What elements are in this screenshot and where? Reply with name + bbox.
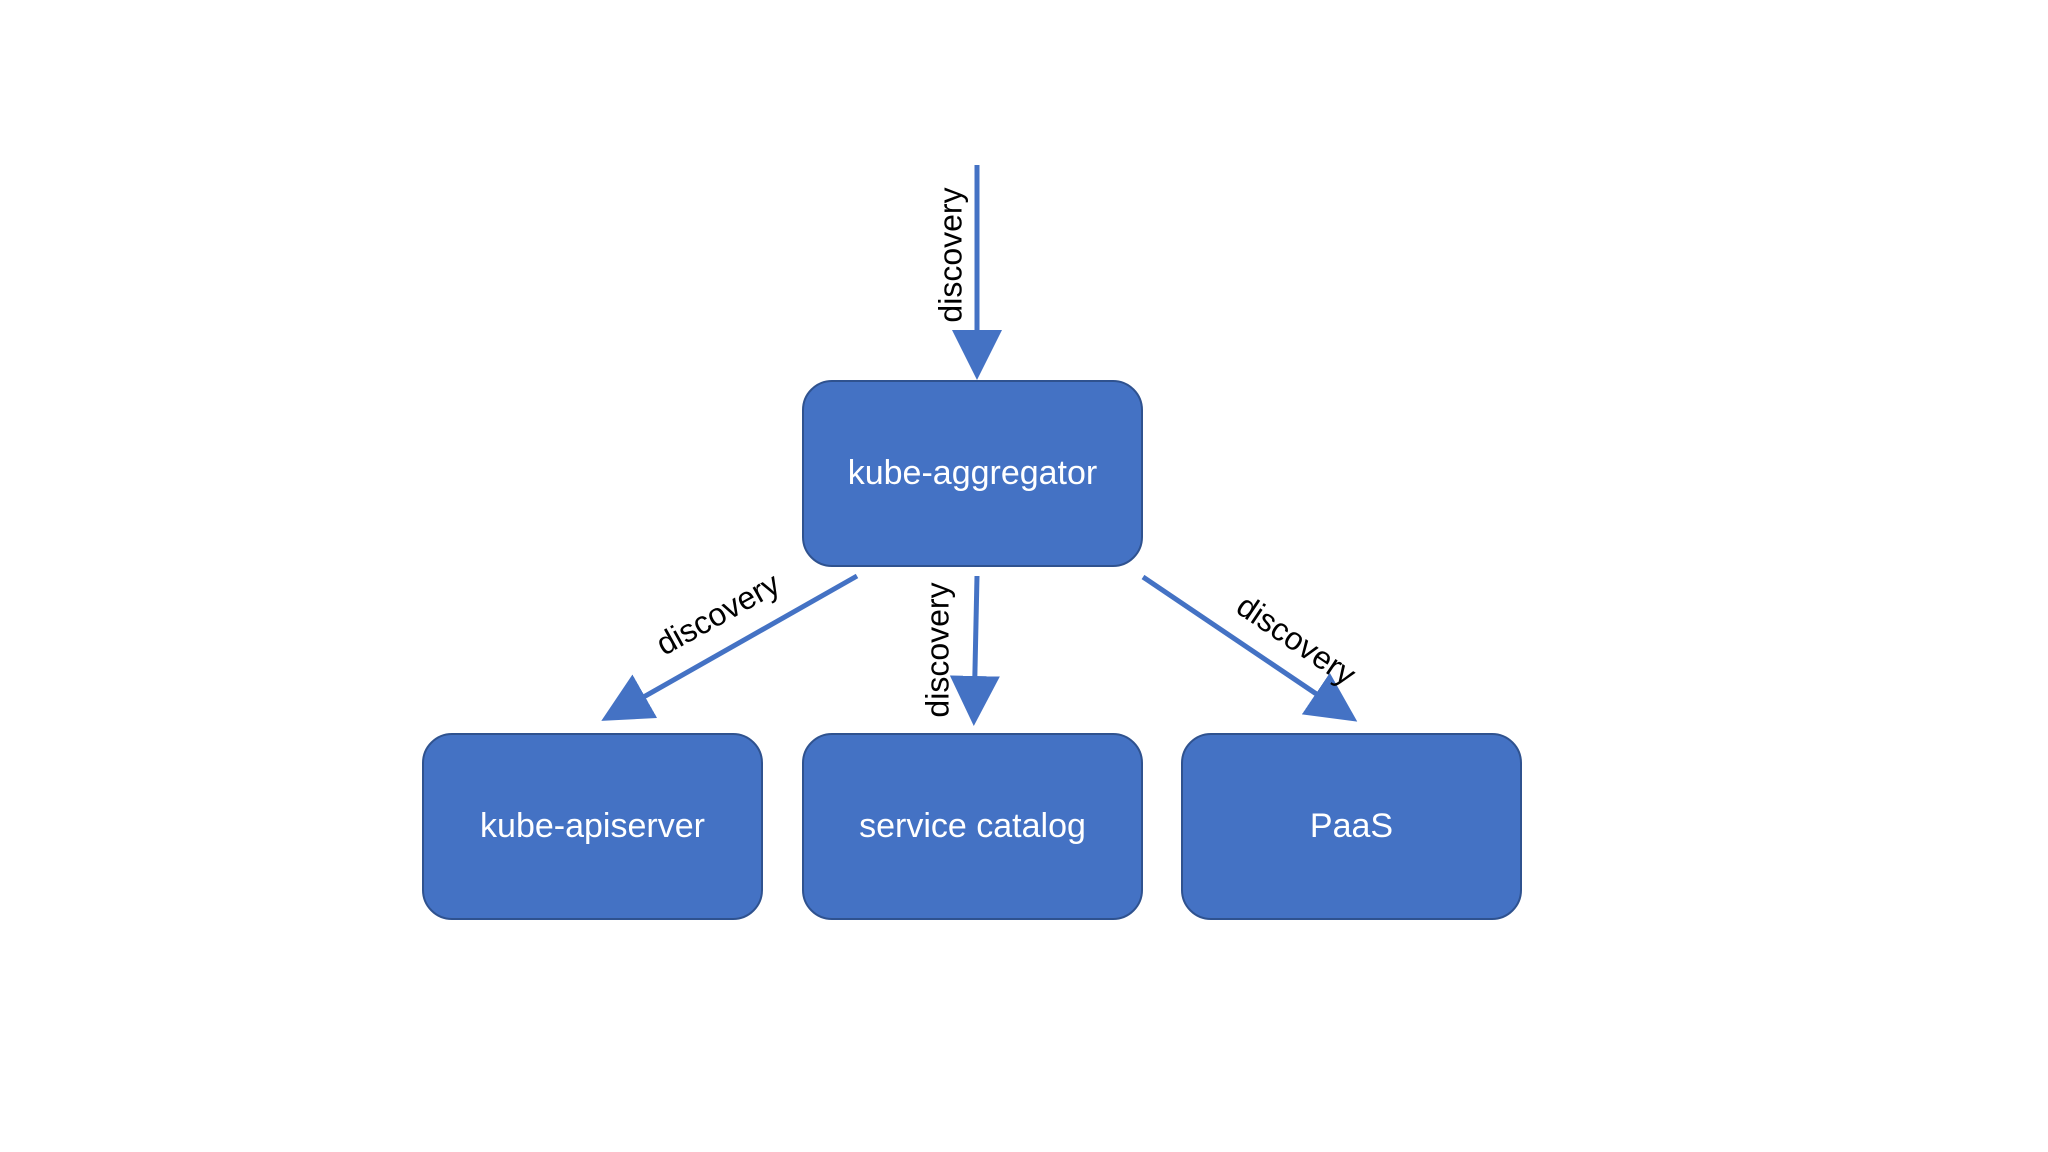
- to-paas-label: discovery: [1230, 587, 1362, 692]
- to-apiserver-arrow: [601, 573, 859, 721]
- service-catalog-node: service catalog: [802, 733, 1143, 920]
- kube-aggregator-label: kube-aggregator: [847, 454, 1098, 492]
- kube-apiserver-label: kube-apiserver: [480, 807, 705, 845]
- to-paas-arrow: [1141, 574, 1358, 722]
- to-catalog-arrow: [949, 575, 1000, 726]
- paas-node: PaaS: [1181, 733, 1522, 920]
- paas-label: PaaS: [1309, 807, 1394, 845]
- kube-aggregator-node: kube-aggregator: [802, 380, 1143, 567]
- to-catalog-label: discovery: [919, 582, 955, 717]
- incoming-discovery-label: discovery: [932, 187, 968, 322]
- kube-apiserver-node: kube-apiserver: [422, 733, 763, 920]
- to-apiserver-label: discovery: [650, 565, 786, 662]
- service-catalog-label: service catalog: [859, 807, 1086, 845]
